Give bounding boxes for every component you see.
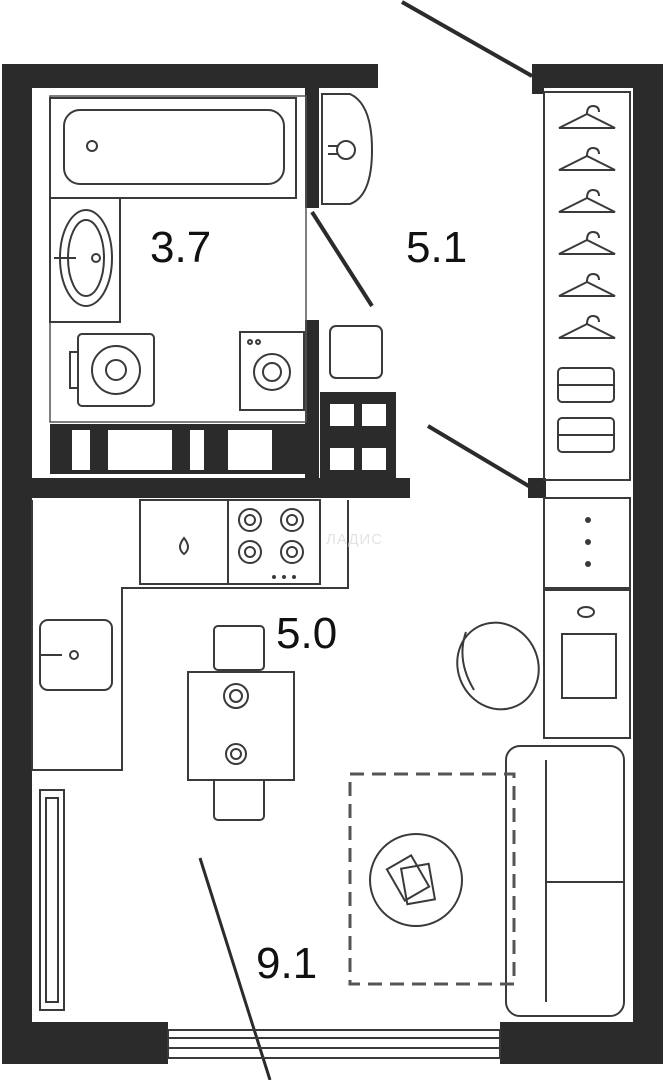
coffee-table-icon bbox=[369, 833, 463, 927]
dining-table-icon bbox=[187, 671, 295, 781]
clothes-hanger-icon bbox=[558, 146, 616, 171]
wall-bottom-right bbox=[500, 1022, 663, 1064]
boiler-icon bbox=[321, 93, 374, 205]
kitchen-area-label: 5.0 bbox=[276, 609, 337, 658]
radiator-icon bbox=[39, 789, 65, 1011]
bathtub-icon bbox=[49, 97, 297, 199]
wall-left bbox=[2, 64, 32, 1064]
clothes-hanger-icon bbox=[558, 104, 616, 129]
walls bbox=[2, 64, 663, 1064]
washbasin-icon bbox=[49, 197, 121, 323]
fridge-icon bbox=[39, 619, 113, 691]
wall-right bbox=[633, 64, 663, 1064]
wall-closet-post-bottom bbox=[528, 478, 546, 498]
wall-bathroom-right bbox=[305, 88, 319, 208]
living-area-label: 9.1 bbox=[256, 939, 317, 988]
bathroom-area-label: 3.7 bbox=[150, 223, 211, 272]
toilet-icon bbox=[69, 333, 155, 407]
wall-closet-post-top bbox=[532, 64, 544, 94]
door-icon bbox=[198, 0, 534, 1080]
clothes-hanger-icon bbox=[558, 314, 616, 339]
wall-bottom-left bbox=[2, 1022, 168, 1064]
hall-pouf bbox=[329, 325, 383, 379]
armchair-icon bbox=[456, 621, 540, 711]
bathroom-cabinets bbox=[72, 430, 272, 470]
clothes-hanger-icon bbox=[558, 230, 616, 255]
desk-icon bbox=[543, 497, 631, 739]
sink-icon bbox=[179, 536, 189, 556]
sofa-icon bbox=[505, 745, 625, 1017]
washing-machine-icon bbox=[239, 331, 305, 411]
wardrobe bbox=[543, 91, 631, 481]
hall-area-label: 5.1 bbox=[406, 223, 467, 272]
shoe-rack bbox=[320, 392, 396, 478]
wall-middle bbox=[2, 478, 410, 498]
window-icon bbox=[167, 1029, 501, 1059]
clothes-hanger-icon bbox=[558, 188, 616, 213]
stove-icon bbox=[227, 499, 321, 585]
rug-outline bbox=[348, 772, 516, 986]
wall-top-left bbox=[2, 64, 378, 88]
watermark: ЛАДИС bbox=[326, 531, 383, 548]
clothes-hanger-icon bbox=[558, 272, 616, 297]
